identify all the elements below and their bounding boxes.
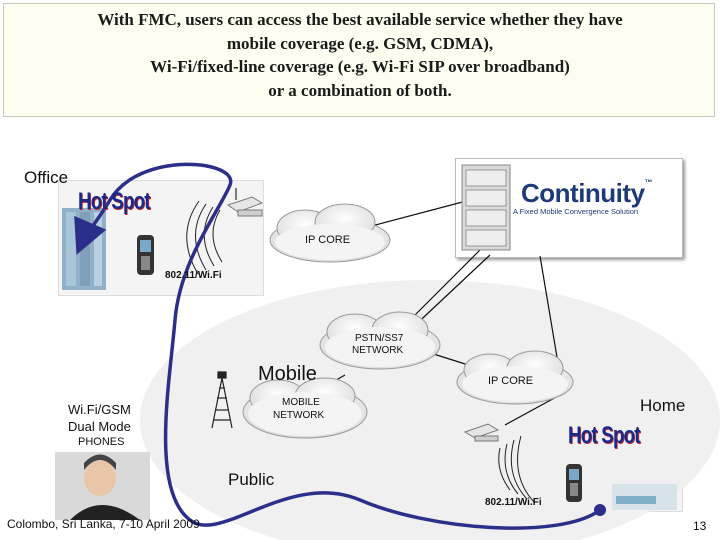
ip-core-label-top: IP CORE <box>305 234 351 246</box>
hotspot-logo-home: Hot Spot <box>568 422 641 449</box>
pstn-label-line2: NETWORK <box>352 345 404 356</box>
cell-tower-icon <box>211 371 233 429</box>
mobile-phone-icon <box>137 235 154 275</box>
continuity-tm: ™ <box>644 178 653 187</box>
continuity-tagline: A Fixed Mobile Convergence Solution <box>513 207 639 216</box>
wifi-waves-icon <box>186 200 223 275</box>
phones-label-line2: Dual Mode <box>68 419 131 434</box>
user-roaming-path <box>74 162 602 530</box>
phones-label-line1: Wi.Fi/GSM <box>68 402 131 417</box>
server-rack-icon <box>461 164 511 251</box>
home-access-point-icon <box>463 423 500 442</box>
office-building-image <box>62 208 106 290</box>
summary-banner <box>3 3 715 117</box>
home-mobile-phone-icon <box>566 464 582 502</box>
footer-event: Colombo, Sri Lanka, 7-10 April 2009 <box>7 517 200 531</box>
ip-core-cloud-top <box>269 203 391 263</box>
wifi-label-home: 802.11/Wi.Fi <box>485 497 542 508</box>
pstn-label-line1: PSTN/SS7 <box>355 333 404 344</box>
person-with-phone-image <box>55 452 150 520</box>
hotspot-logo-office: Hot Spot <box>78 188 151 215</box>
continuity-logo-text: Continuity <box>521 178 645 208</box>
ip-core-label-right: IP CORE <box>488 375 534 387</box>
home-room-image <box>612 484 677 510</box>
mobile-network-cloud <box>242 377 368 439</box>
ip-core-cloud-right <box>456 350 574 405</box>
banner-text: With FMC, users can access the best avai… <box>97 10 623 100</box>
page-number: 13 <box>693 519 707 533</box>
home-wifi-waves-icon <box>498 435 535 503</box>
zone-label-mobile: Mobile <box>258 363 317 385</box>
mobile-network-label-line1: MOBILE <box>282 397 320 408</box>
pstn-cloud <box>319 311 441 370</box>
continuity-logo: Continuity™ <box>521 178 653 209</box>
wifi-access-point-icon <box>226 188 264 217</box>
mobile-network-label-line2: NETWORK <box>273 410 325 421</box>
wifi-label-office: 802.11/Wi.Fi <box>165 270 222 281</box>
zone-label-office: Office <box>24 168 69 187</box>
path-start-dot <box>594 504 606 516</box>
zone-label-home: Home <box>640 396 686 415</box>
zone-label-public: Public <box>228 470 275 489</box>
phones-label-line3: PHONES <box>78 436 125 448</box>
